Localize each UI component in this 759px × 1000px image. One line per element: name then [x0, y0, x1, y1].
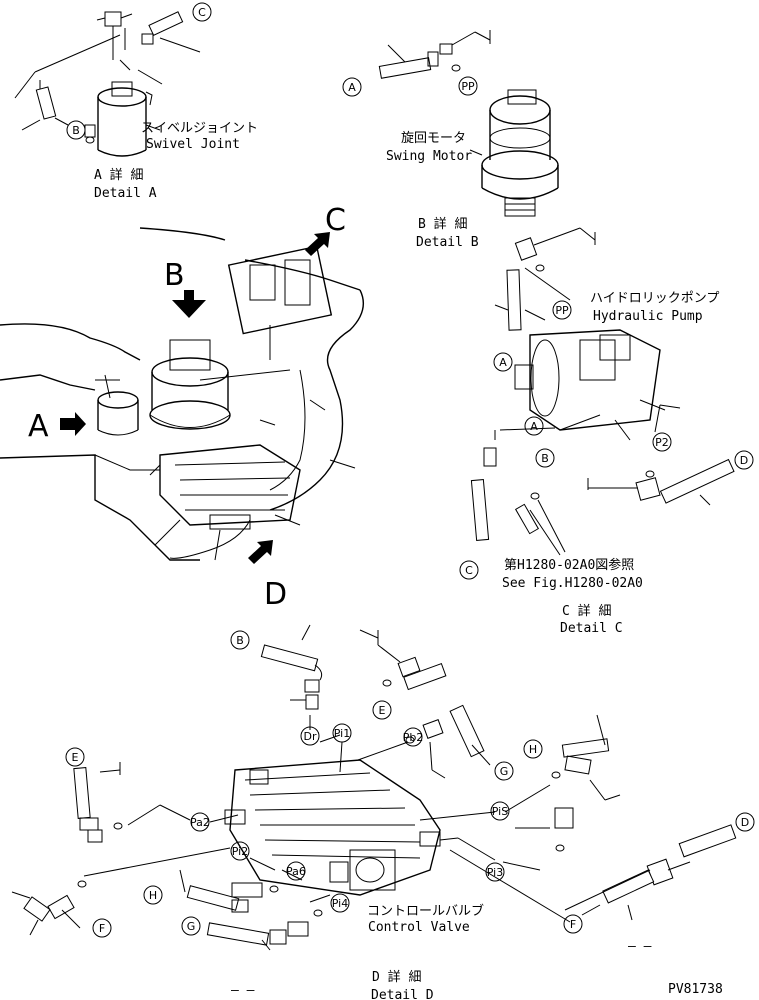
control-valve-jp: コントロールバルブ	[367, 903, 484, 919]
callout-pa2: Pa2	[190, 812, 210, 832]
svg-text:A: A	[348, 81, 356, 94]
callout-b-detail-d: B	[230, 630, 250, 650]
svg-text:Pa2: Pa2	[190, 816, 210, 829]
callout-c-detail-a: C	[192, 2, 212, 22]
callout-h-right: H	[523, 739, 543, 759]
hydraulic-pump-jp: ハイドロリックポンプ	[590, 291, 719, 306]
callout-h-left: H	[143, 885, 163, 905]
callout-pi1: Pi1	[332, 723, 352, 743]
svg-text:B: B	[72, 124, 80, 137]
callout-a-detail-c-top: A	[493, 352, 513, 372]
svg-text:PP: PP	[555, 304, 569, 317]
callout-pis: PiS	[490, 801, 510, 821]
detail-b-drawing	[378, 30, 559, 217]
svg-text:F: F	[570, 918, 576, 931]
callout-d-detail-c: D	[734, 450, 754, 470]
svg-text:H: H	[529, 743, 537, 756]
view-letter-c: C	[325, 203, 346, 238]
svg-text:D: D	[740, 454, 748, 467]
detail-c-subtitle: Detail C	[560, 621, 623, 636]
svg-text:Dr: Dr	[304, 730, 317, 743]
svg-text:Pi2: Pi2	[232, 845, 248, 858]
callout-b-detail-a: B	[66, 120, 86, 140]
figure-id: PV81738	[668, 982, 723, 997]
svg-text:Pi1: Pi1	[334, 727, 350, 740]
callout-e-left: E	[65, 747, 85, 767]
svg-text:C: C	[465, 564, 473, 577]
svg-text:P2: P2	[655, 436, 669, 449]
svg-text:A: A	[530, 420, 538, 433]
control-valve-en: Control Valve	[368, 920, 470, 935]
main-assembly-drawing	[0, 227, 364, 564]
see-fig-en: See Fig.H1280-02A0	[502, 576, 643, 591]
detail-b-title: B 詳 細	[418, 216, 467, 232]
svg-text:A: A	[499, 356, 507, 369]
svg-text:E: E	[379, 704, 386, 717]
callout-c-detail-c: C	[459, 560, 479, 580]
view-letter-d: D	[264, 577, 287, 612]
callout-a-detail-b: A	[342, 77, 362, 97]
callout-pb2: Pb2	[403, 727, 424, 747]
swing-motor-jp: 旋回モータ	[401, 131, 466, 146]
callout-e-top: E	[372, 700, 392, 720]
detail-c-drawing	[470, 227, 735, 556]
svg-text:G: G	[500, 765, 509, 778]
svg-text:C: C	[198, 6, 206, 19]
callout-b-detail-c-low: B	[535, 448, 555, 468]
callout-pp-detail-c: PP	[552, 300, 572, 320]
dash-mark-left: – –	[231, 983, 255, 998]
callout-pi4: Pi4	[330, 893, 350, 913]
callout-p2-detail-c: P2	[652, 432, 672, 452]
callout-f-right: F	[563, 914, 583, 934]
svg-text:Pi3: Pi3	[487, 866, 503, 879]
svg-text:PP: PP	[461, 80, 475, 93]
svg-text:E: E	[72, 751, 79, 764]
swivel-joint-jp: スイベルジョイント	[141, 121, 258, 136]
callout-d-detail-d: D	[735, 812, 755, 832]
svg-text:PiS: PiS	[492, 805, 508, 818]
dash-mark-right: – –	[628, 939, 652, 954]
detail-d-subtitle: Detail D	[371, 988, 434, 1000]
swing-motor-en: Swing Motor	[386, 149, 472, 164]
callout-f-left: F	[92, 918, 112, 938]
hydraulic-pump-en: Hydraulic Pump	[593, 309, 703, 324]
svg-text:H: H	[149, 889, 157, 902]
svg-text:Pi4: Pi4	[332, 897, 348, 910]
detail-c-title: C 詳 細	[562, 603, 611, 619]
see-fig-jp: 第H1280-02A0図参照	[504, 557, 634, 573]
swivel-joint-en: Swivel Joint	[146, 137, 240, 152]
callout-a-detail-c-mid: A	[524, 416, 544, 436]
callout-g-left: G	[181, 916, 201, 936]
callout-circles: C B A PP PP A A P2 D B C B Dr Pi1 E Pb2 …	[65, 2, 755, 938]
callout-g-right: G	[494, 761, 514, 781]
callout-pa6: Pa6	[286, 861, 306, 881]
detail-d-title: D 詳 細	[372, 969, 421, 985]
callout-pi3: Pi3	[485, 862, 505, 882]
svg-text:D: D	[741, 816, 749, 829]
callout-pi2: Pi2	[230, 841, 250, 861]
svg-text:B: B	[541, 452, 549, 465]
detail-d-drawing	[11, 624, 737, 951]
svg-text:F: F	[99, 922, 105, 935]
callout-dr: Dr	[300, 726, 320, 746]
svg-text:B: B	[236, 634, 244, 647]
svg-text:Pa6: Pa6	[286, 865, 306, 878]
detail-a-subtitle: Detail A	[94, 186, 157, 201]
svg-text:G: G	[187, 920, 196, 933]
svg-text:Pb2: Pb2	[403, 731, 424, 744]
detail-a-title: A 詳 細	[94, 167, 143, 183]
detail-a-drawing	[14, 11, 201, 157]
view-letter-a: A	[28, 409, 49, 444]
callout-pp-detail-b: PP	[458, 76, 478, 96]
view-letter-b: B	[164, 258, 185, 293]
detail-b-subtitle: Detail B	[416, 235, 479, 250]
